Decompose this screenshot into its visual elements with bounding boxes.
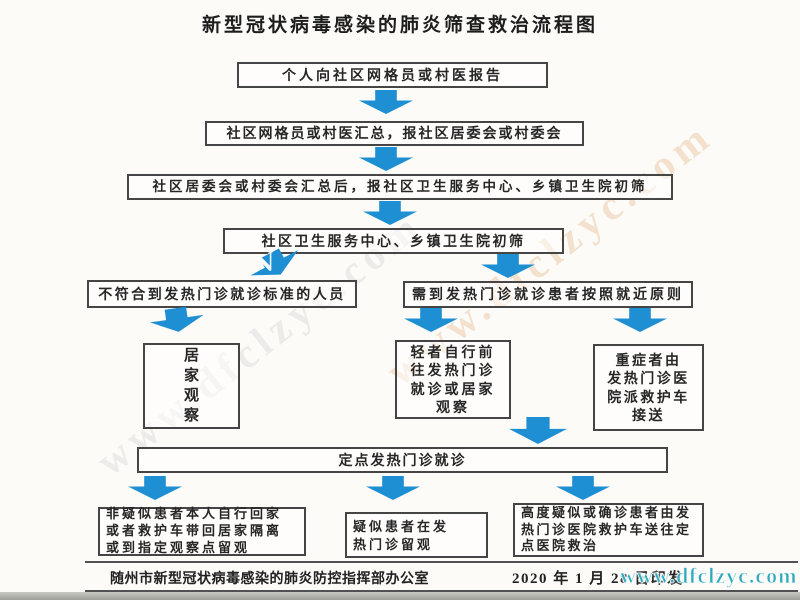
down-arrow-10 — [128, 476, 182, 500]
footer-office-name: 随州市新型冠状病毒感染的肺炎防控指挥部办公室 — [110, 572, 429, 587]
footer-divider-top — [85, 561, 798, 563]
flow-box-committee-summary: 社区居委会或村委会汇总后，报社区卫生服务中心、乡镇卫生院初筛 — [127, 174, 673, 200]
flow-box-severe-case: 重症者由 发热门诊医 院派救护车 接送 — [593, 344, 704, 431]
flow-box-suspected: 疑似患者在发 热门诊留观 — [345, 512, 488, 558]
down-arrow-5 — [481, 254, 535, 278]
flow-box-home-observation: 居 家 观 察 — [143, 343, 240, 429]
down-arrow-11 — [366, 476, 420, 500]
page-title: 新型冠状病毒感染的肺炎筛查救治流程图 — [201, 15, 598, 36]
footer-divider-bottom — [85, 590, 798, 592]
down-arrow-1 — [359, 90, 413, 114]
flow-box-designated-clinic: 定点发热门诊就诊 — [137, 447, 668, 473]
flow-box-not-meeting-criteria: 不符合到发热门诊就诊标准的人员 — [87, 280, 357, 308]
footer-issue-date: 2020 年 1 月 28 日印发 — [512, 571, 684, 587]
corner-watermark: www.dfclzyc.com — [620, 563, 798, 589]
down-arrow-2 — [359, 147, 413, 171]
flow-box-non-suspected: 非疑似患者本人自行回家 或者救护车带回居家隔离 或到指定观察点留观 — [98, 506, 306, 556]
down-arrow-3 — [363, 201, 417, 225]
flow-box-grid-summary: 社区网格员或村医汇总，报社区居委会或村委会 — [205, 121, 584, 146]
down-arrow-8 — [613, 308, 667, 332]
flow-box-need-fever-clinic: 需到发热门诊就诊患者按照就近原则 — [403, 281, 693, 308]
down-arrow-12 — [556, 476, 610, 500]
down-arrow-9 — [509, 417, 567, 444]
flow-box-mild-case: 轻者自行前 往发热门诊 就诊或居家 观察 — [395, 340, 511, 419]
flow-box-confirmed: 高度疑似或确诊患者由发 热门诊医院救护车送往定 点医院救治 — [513, 503, 704, 557]
scan-edge-strip — [0, 592, 800, 600]
flow-box-initial-screening: 社区卫生服务中心、乡镇卫生院初筛 — [223, 228, 564, 254]
down-arrow-7 — [404, 308, 458, 332]
flow-box-report: 个人向社区网格员或村医报告 — [237, 62, 548, 88]
down-arrow-6 — [149, 304, 206, 335]
